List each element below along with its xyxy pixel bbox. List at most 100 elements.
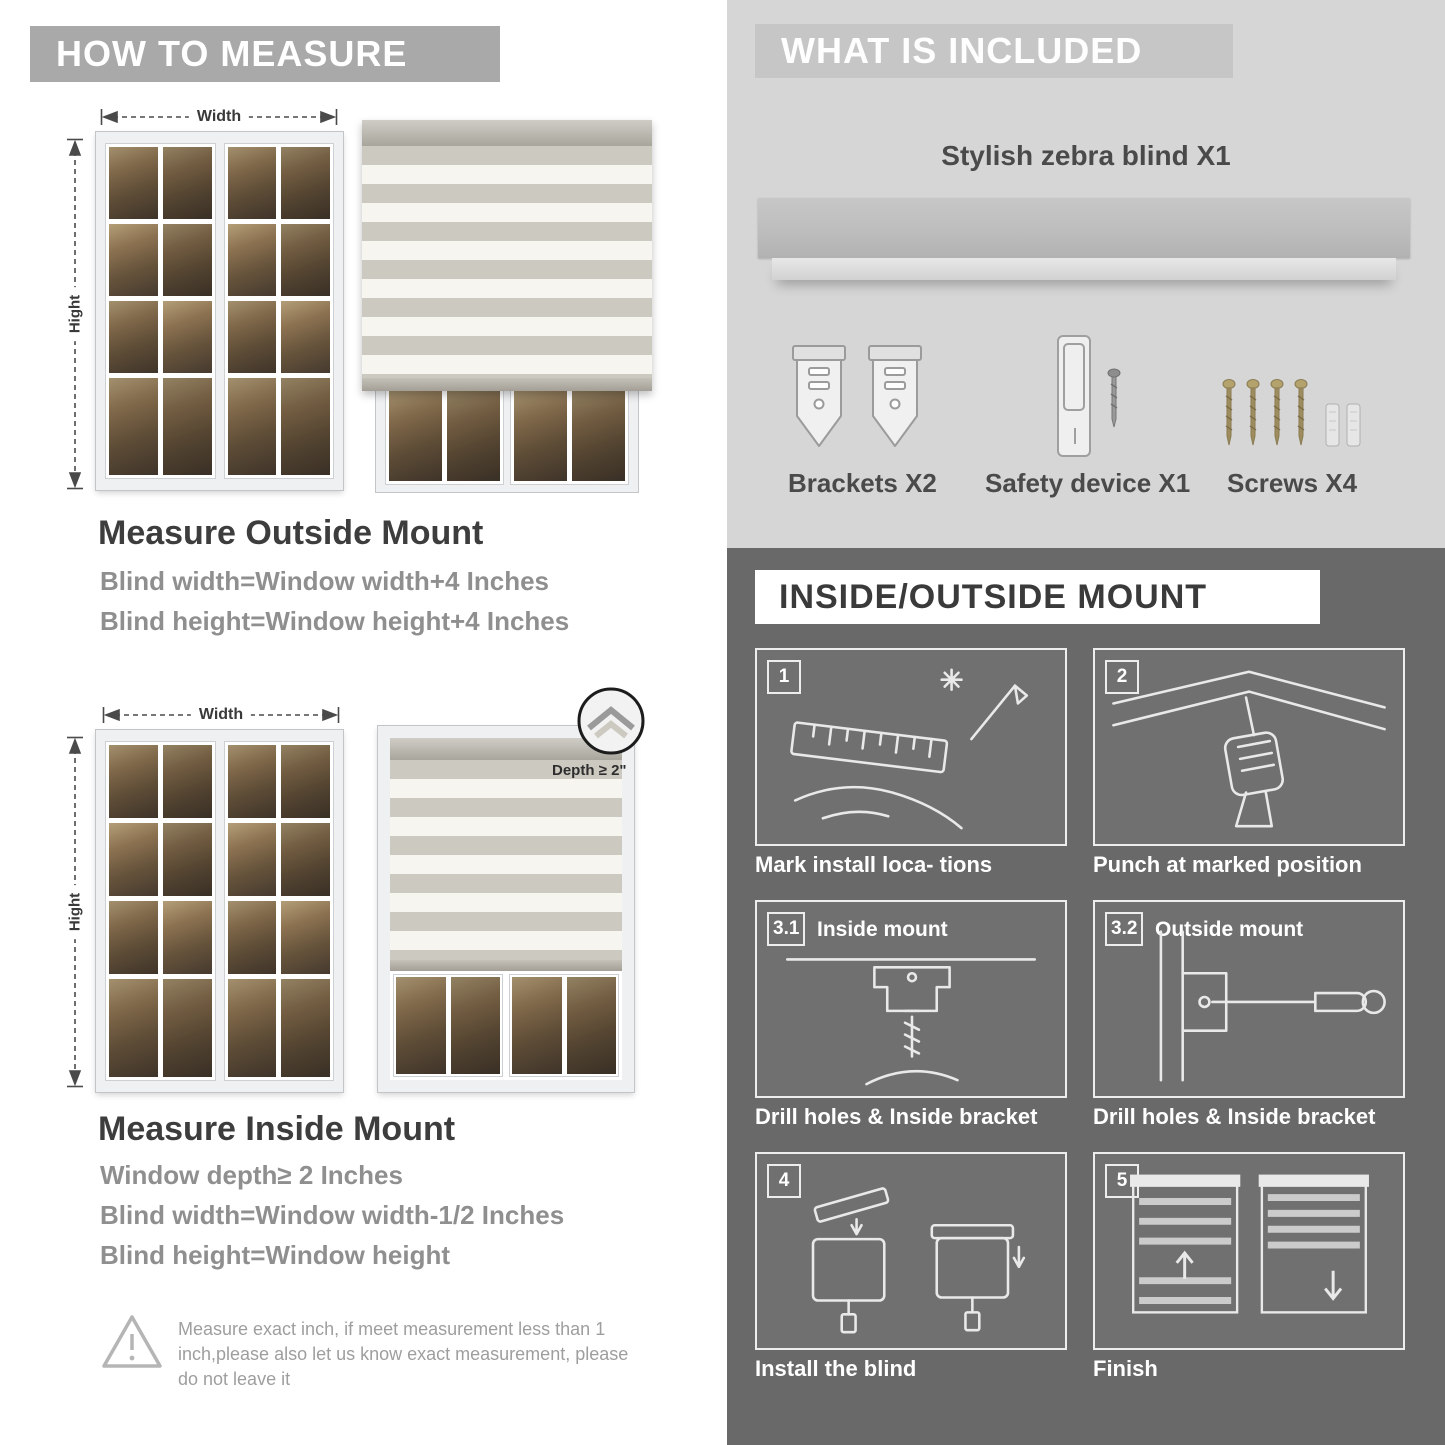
pane-decor: [281, 822, 330, 896]
zebra-blind: [362, 120, 652, 391]
depth-label: Depth ≥ 2": [552, 762, 627, 779]
step-title: Inside mount: [817, 918, 948, 941]
pane-decor: [281, 745, 330, 818]
pane-decor: [162, 745, 212, 818]
pane-decor: [447, 391, 500, 481]
step-box-5: 5: [1093, 1152, 1405, 1350]
pane-decor: [566, 977, 616, 1074]
pane-decor: [396, 977, 446, 1074]
width-arrow-line: [100, 109, 338, 125]
height-label: Hight: [66, 884, 84, 940]
step-caption-3-1: Drill holes & Inside bracket: [755, 1104, 1038, 1129]
blind-stripes: [390, 760, 622, 960]
inside-mount-line-3: Blind height=Window height: [100, 1240, 450, 1270]
safety-device-label: Safety device X1: [985, 468, 1191, 498]
drill-ceiling-illustration: [1112, 670, 1386, 828]
pane-decor: [281, 377, 330, 475]
step-number: 1: [767, 660, 801, 694]
bracket-icon: [864, 342, 926, 459]
pane-decor: [162, 223, 212, 296]
pane-decor: [512, 977, 562, 1074]
pane-decor: [281, 900, 330, 974]
window-bottom-peek: [375, 379, 639, 493]
pane-decor: [109, 745, 158, 818]
install-blind-illustration: [811, 1187, 1026, 1334]
step-number: 3.2: [1105, 912, 1144, 946]
step-caption-3-2: Drill holes & Inside bracket: [1093, 1104, 1376, 1129]
width-label: Width: [190, 706, 252, 724]
height-dimension-arrow-outside: Hight: [66, 138, 84, 490]
pane-decor: [109, 377, 158, 475]
mount-header: INSIDE/OUTSIDE MOUNT: [755, 570, 1320, 624]
width-arrow-line: [102, 707, 340, 723]
step-box-2: 2: [1093, 648, 1405, 846]
outside-bracket-illustration: [1159, 930, 1386, 1082]
inside-mount-line-2: Blind width=Window width-1/2 Inches: [100, 1200, 565, 1230]
pane-decor: [109, 300, 158, 373]
peek-sash-left: [393, 974, 503, 1077]
window-sash-left: [105, 741, 216, 1081]
step-caption-4: Install the blind: [755, 1356, 917, 1381]
pane-decor: [162, 978, 212, 1077]
step-caption-5: Finish: [1093, 1356, 1158, 1381]
pane-decor: [281, 147, 330, 219]
blind-cassette: [390, 738, 622, 760]
screws-label: Screws X4: [1227, 468, 1358, 498]
step-caption-2: Punch at marked position: [1093, 852, 1362, 877]
safety-screw-icon: [1106, 368, 1122, 435]
step-caption-1: Mark install loca- tions: [755, 852, 993, 877]
bracket-icon: [788, 342, 850, 459]
peek-sash-right: [509, 974, 619, 1077]
pane-decor: [227, 147, 277, 219]
step-box-1: 1: [755, 648, 1067, 846]
zebra-blind: [390, 738, 622, 971]
blind-rail-illustration: [772, 258, 1396, 280]
product-name: Stylish zebra blind X1: [941, 140, 1231, 171]
pane-decor: [109, 147, 158, 219]
blind-outside-mount-illustration: [362, 120, 652, 493]
how-to-measure-header: HOW TO MEASURE: [30, 26, 500, 82]
step-title: Outside mount: [1155, 918, 1304, 941]
warning-triangle-icon: [100, 1312, 164, 1377]
width-dimension-arrow-outside: Width: [100, 108, 338, 126]
window-sash-left: [105, 143, 216, 479]
outside-mount-line-2: Blind height=Window height+4 Inches: [100, 606, 570, 636]
pane-decor: [162, 822, 212, 896]
window-bottom-peek: [390, 971, 622, 1080]
brackets-label: Brackets X2: [788, 468, 937, 498]
inside-mount-title: Measure Inside Mount: [98, 1110, 456, 1148]
pane-decor: [572, 391, 625, 481]
pane-decor: [389, 391, 442, 481]
height-dimension-arrow-inside: Hight: [66, 736, 84, 1088]
pane-decor: [227, 822, 277, 896]
pane-decor: [281, 223, 330, 296]
step-box-3-2: 3.2 Outside mount: [1093, 900, 1405, 1098]
step-number: 2: [1105, 660, 1139, 694]
peek-sash-right: [510, 387, 629, 485]
step-box-4: 4: [755, 1152, 1067, 1350]
blind-bottom-rail: [362, 378, 652, 391]
step-number: 3.1: [767, 912, 806, 946]
pane-decor: [514, 391, 567, 481]
pane-decor: [281, 300, 330, 373]
pane-decor: [281, 978, 330, 1077]
pane-decor: [227, 377, 277, 475]
window-illustration-outside: [95, 131, 344, 491]
screws-and-anchors-icon: [1222, 378, 1382, 468]
pane-decor: [227, 978, 277, 1077]
blind-bottom-rail: [390, 960, 622, 971]
depth-callout-circle: [576, 686, 646, 756]
blind-stripes: [362, 146, 652, 378]
safety-device-icon: [1052, 332, 1098, 467]
blind-cassette-illustration: [758, 198, 1410, 258]
blind-inside-mount-illustration: [377, 725, 635, 1093]
corner-zoom-icon: [577, 687, 645, 755]
height-label: Hight: [66, 286, 84, 342]
pane-decor: [109, 900, 158, 974]
pane-decor: [227, 223, 277, 296]
pane-decor: [162, 300, 212, 373]
pane-decor: [109, 223, 158, 296]
what-is-included-header: WHAT IS INCLUDED: [755, 24, 1233, 78]
pane-decor: [450, 977, 500, 1074]
